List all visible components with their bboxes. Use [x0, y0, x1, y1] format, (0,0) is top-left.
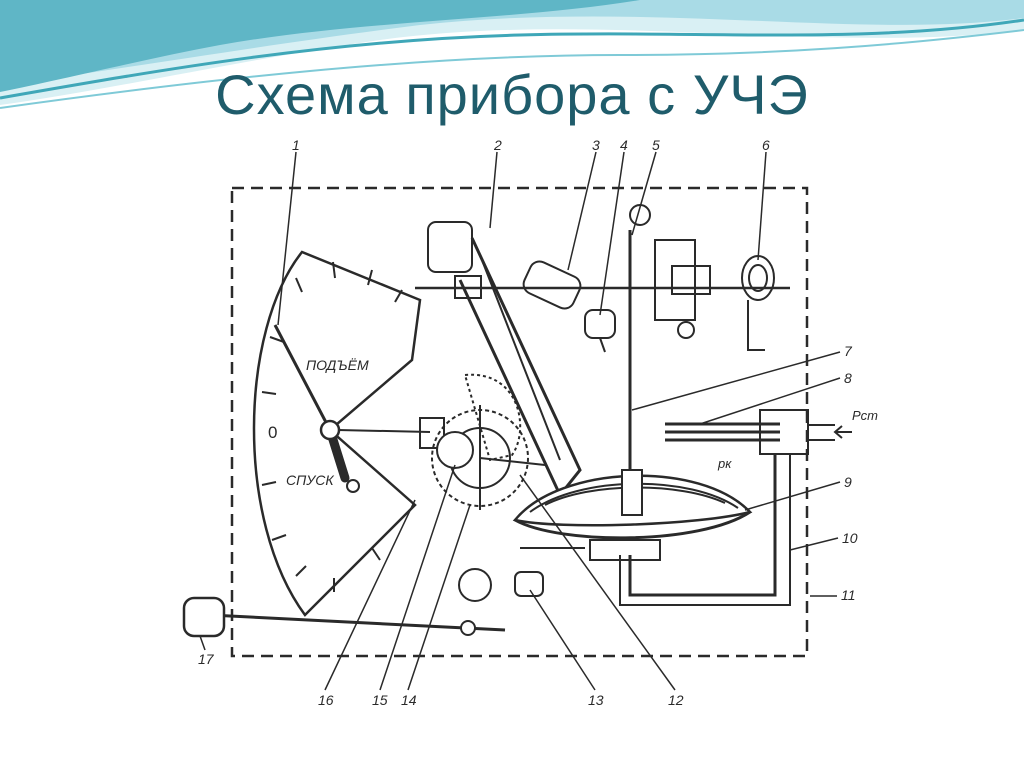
- callout-14: 14: [401, 692, 417, 708]
- callout-10: 10: [842, 530, 858, 546]
- gear-sector: [431, 373, 546, 510]
- dial-zero-label: 0: [268, 423, 277, 442]
- callout-11: 11: [841, 587, 856, 603]
- diaphragm-capsule: [512, 469, 753, 561]
- callout-7: 7: [844, 343, 853, 359]
- dial-down-label: СПУСК: [286, 472, 334, 488]
- callout-8: 8: [844, 370, 852, 386]
- dial-face: [252, 250, 422, 617]
- instrument-diagram: [182, 151, 852, 691]
- callout-13: 13: [588, 692, 604, 708]
- callout-16: 16: [318, 692, 334, 708]
- pressure-inlet: [619, 409, 852, 606]
- callout-2: 2: [493, 137, 502, 153]
- callout-1: 1: [292, 137, 300, 153]
- callout-3: 3: [592, 137, 600, 153]
- belt-lever: [427, 221, 582, 498]
- callout-6: 6: [762, 137, 770, 153]
- callout-5: 5: [652, 137, 660, 153]
- callout-4: 4: [620, 137, 628, 153]
- slide-title: Схема прибора с УЧЭ: [215, 63, 809, 126]
- header-waves: [0, 0, 1024, 109]
- callout-9: 9: [844, 474, 852, 490]
- static-pressure-label: Pст: [852, 408, 878, 423]
- callout-leaders: [199, 151, 841, 691]
- callout-17: 17: [198, 651, 215, 667]
- callout-numbers: 1 2 3 4 5 6 7 8 9 10 11 12 13 14 15 16 1…: [198, 137, 858, 708]
- callout-15: 15: [372, 692, 388, 708]
- callout-12: 12: [668, 692, 684, 708]
- dial-up-label: ПОДЪЁМ: [306, 357, 369, 373]
- internal-pressure-label: рк: [717, 456, 732, 471]
